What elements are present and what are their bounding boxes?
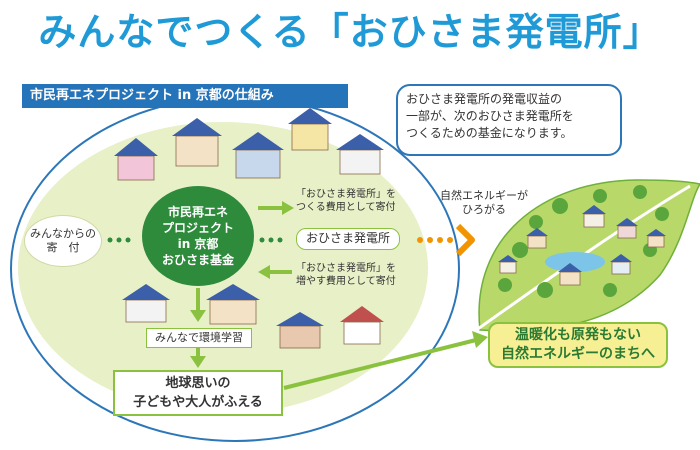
power-plant-box: おひさま発電所 (296, 228, 400, 250)
flow-bottom-line-2: 増やす費用として寄付 (296, 276, 396, 287)
speech-bubble: おひさま発電所の発電収益の 一部が、次のおひさま発電所を つくるための基金になり… (396, 84, 622, 156)
flow-top-label: 「おひさま発電所」を つくる費用として寄付 (296, 188, 396, 214)
fund-circle: 市民再エネ プロジェクト in 京都 おひさま基金 (142, 186, 254, 286)
environmental-learning-box: みんなで環境学習 (146, 328, 252, 348)
fund-line-1: 市民再エネ (167, 205, 228, 219)
flow-bottom-line-1: 「おひさま発電所」を (296, 263, 396, 274)
fund-line-4: おひさま基金 (161, 253, 234, 267)
flow-top-line-2: つくる費用として寄付 (296, 202, 396, 213)
energy-spread-label: 自然エネルギーが ひろがる (424, 189, 544, 217)
donation-line-1: みんなからの (30, 227, 96, 240)
fund-line-3: in 京都 (177, 237, 219, 251)
arrow-down-2 (190, 348, 206, 368)
people-box: 地球思いの 子どもや大人がふえる (113, 370, 283, 416)
flow-bottom-label: 「おひさま発電所」を 増やす費用として寄付 (296, 262, 396, 288)
houses-bottom (122, 284, 384, 349)
fund-line-2: プロジェクト (161, 221, 234, 235)
houses-top (114, 108, 384, 181)
arrow-bottom-left (258, 265, 292, 279)
arrow-to-future (283, 331, 488, 390)
arrow-top-right (258, 201, 294, 215)
future-town-box: 温暖化も原発もない 自然エネルギーのまちへ (488, 322, 668, 368)
bubble-line-3: つくるための基金になります。 (406, 126, 573, 140)
energy-line-1: 自然エネルギーが (440, 189, 528, 202)
donation-circle: みんなからの 寄 付 (24, 215, 102, 267)
future-line-2: 自然エネルギーのまちへ (501, 346, 655, 362)
people-line-1: 地球思いの (165, 376, 231, 391)
orange-arrow (417, 223, 475, 257)
bubble-line-2: 一部が、次のおひさま発電所を (406, 109, 574, 123)
leaf-illustration (461, 179, 700, 342)
leaf-houses (498, 205, 666, 286)
dots-left (107, 237, 131, 243)
flow-top-line-1: 「おひさま発電所」を (296, 189, 396, 200)
arrow-down-1 (190, 288, 206, 322)
people-line-2: 子どもや大人がふえる (133, 395, 263, 410)
header-bar: 市民再エネプロジェクト in 京都の仕組み (22, 84, 348, 108)
donation-line-2: 寄 付 (46, 241, 80, 254)
energy-line-2: ひろがる (462, 203, 506, 216)
page-title: みんなでつくる「おひさま発電所」 (38, 10, 662, 54)
dots-right (259, 237, 283, 243)
bubble-line-1: おひさま発電所の発電収益の (406, 92, 563, 106)
future-line-1: 温暖化も原発もない (515, 327, 641, 343)
